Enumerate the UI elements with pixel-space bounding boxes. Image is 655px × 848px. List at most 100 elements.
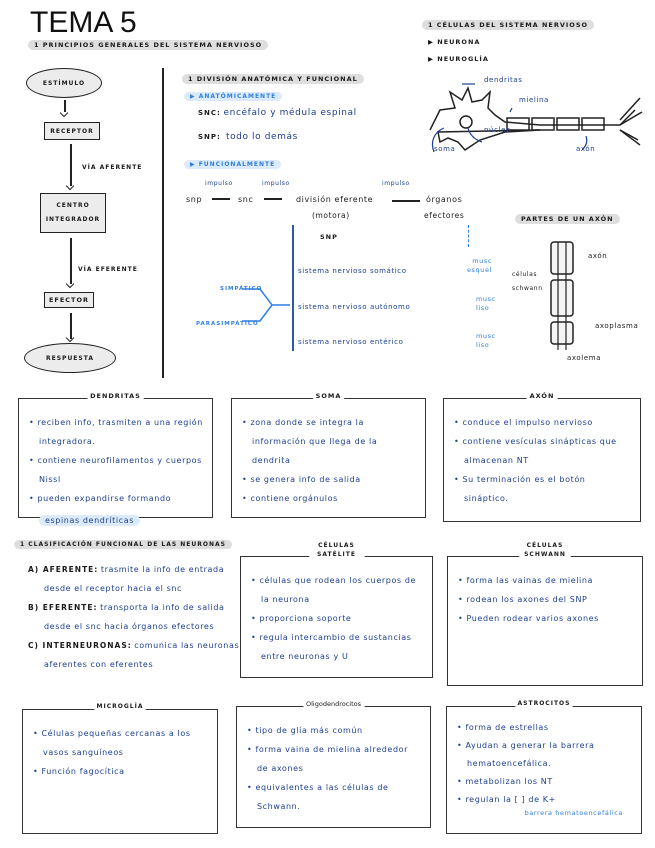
principios-heading: 1 Principios generales del sistema nervi… — [28, 40, 269, 50]
bracket-fork-icon — [242, 288, 290, 322]
clasificacion-key: c) Interneuronas: — [28, 641, 132, 650]
celulas-heading: 1 Células del sistema nervioso — [422, 20, 595, 30]
list-item: regulan la [ ] de K+ — [457, 791, 633, 809]
system-enterico-target: musc liso — [476, 332, 496, 349]
list-item: proporciona soporte — [251, 609, 424, 628]
chain-organos: Órganos — [426, 195, 463, 204]
box-title: Axón — [525, 392, 559, 400]
snc-row: SNC: encéfalo y médula espinal — [198, 108, 357, 118]
flow-node-label: Efector — [48, 296, 90, 304]
arrow-right-icon — [264, 198, 282, 200]
division-heading: 1 División anatómica y funcional — [182, 74, 364, 84]
system-name: Sistema nervioso somático — [298, 267, 407, 275]
arrow-down-icon — [65, 333, 75, 343]
impulso-label-2: impulso — [262, 180, 290, 187]
celulas-item-neurona: ▶ Neurona — [428, 38, 480, 46]
flow-node-estimulo: Estímulo — [26, 68, 102, 98]
chain-snp: SNP — [186, 195, 203, 204]
clasificacion-text: trasmite la info de entrada desde el rec… — [44, 565, 225, 593]
box-celulas-satelite: Células satélite células que rodean los … — [240, 541, 433, 678]
arrow-right-icon — [212, 198, 230, 200]
snc-key: SNC: — [198, 109, 221, 117]
list-item: rodean los axones del SNP — [458, 590, 634, 609]
system-autonomo: Sistema nervioso autónomo — [298, 303, 410, 311]
clasificacion-item-eferente: b) Eferente: transporta la info de salid… — [28, 598, 240, 636]
flow-connector — [70, 144, 72, 186]
anatomicamente-label: ▶ Anatómicamente — [184, 92, 283, 101]
box-axon: Axón conduce el impulso nervioso contien… — [443, 392, 641, 522]
clasificacion-heading: 1 Clasificación funcional de las neurona… — [14, 540, 232, 549]
barrera-note: barrera hematoencefálica — [524, 809, 623, 817]
funcionalmente-label: ▶ Funcionalmente — [184, 160, 282, 169]
flow-node-respuesta: Respuesta — [24, 343, 116, 373]
clasificacion-text: transporta la info de salida desde el SN… — [44, 603, 225, 631]
system-enterico: Sistema nervioso entérico — [298, 338, 404, 346]
systems-bracket-line — [292, 225, 294, 351]
flow-connector — [64, 100, 66, 112]
axon-label-celulas-schwann: células Schwann — [512, 271, 543, 292]
list-item: tipo de glía más común — [247, 721, 422, 740]
list-item: forma las vainas de mielina — [458, 571, 634, 590]
box-title: Dendritas — [86, 392, 145, 400]
list-item: regula intercambio de sustancias entre n… — [251, 628, 424, 666]
simpatico-label: Simpático — [220, 286, 263, 292]
box-oligodendrocitos: Oligodendrocitos tipo de glía más común … — [236, 700, 431, 828]
parasimpatico-label: Parasimpático — [196, 321, 259, 327]
list-item: Su terminación es el botón sináptico. — [454, 470, 632, 508]
arrow-down-icon — [65, 279, 75, 289]
page-title: TEMA 5 — [30, 6, 137, 39]
snp-value: Todo lo demás — [225, 132, 298, 142]
box-title: Soma — [311, 392, 346, 400]
snp-key: SNP: — [198, 133, 221, 141]
via-aferente-label: Vía aferente — [82, 164, 143, 171]
list-item: zona donde se integra la información que… — [242, 413, 417, 470]
snc-value: encéfalo y médula espinal — [223, 108, 357, 118]
motora-label: (motora) — [312, 211, 350, 220]
neuron-label-mielina: Mielina — [519, 96, 549, 104]
box-celulas-schwann: Células Schwann forma las vainas de miel… — [447, 541, 643, 686]
list-item: contiene neurofilamentos y cuerpos Nissl — [29, 451, 204, 489]
axon-label-axon: Axón — [588, 252, 608, 260]
list-item: reciben info, trasmiten a una región int… — [29, 413, 204, 451]
flow-node-receptor: Receptor — [44, 122, 100, 140]
clasificacion-item-interneuronas: c) Interneuronas: comunica las neuronas … — [28, 636, 240, 674]
neuron-label-nucleo: Núcleo — [484, 126, 511, 134]
flow-connector — [70, 313, 72, 339]
box-soma: Soma zona donde se integra la informació… — [231, 392, 426, 518]
snp-branch-label: SNP — [320, 233, 338, 241]
list-item: equivalentes a las células de Schwann. — [247, 778, 422, 816]
box-title: Células Schwann — [517, 541, 573, 559]
list-item: contiene vesículas sinápticas que almace… — [454, 432, 632, 470]
chain-snc: SNC — [238, 195, 254, 204]
highlight-note: espinas dendríticas — [39, 515, 140, 526]
list-item: Células pequeñas cercanas a los vasos sa… — [33, 724, 209, 762]
box-microglia: Microglía Células pequeñas cercanas a lo… — [22, 703, 218, 834]
clasificacion-item-aferente: a) Aferente: trasmite la info de entrada… — [28, 560, 240, 598]
clasificacion-key: b) Eferente: — [28, 603, 98, 612]
list-item: conduce el impulso nervioso — [454, 413, 632, 432]
via-eferente-label: Vía eferente — [78, 266, 138, 273]
flow-connector — [70, 238, 72, 284]
neuron-label-dendritas: Dendritas — [484, 76, 523, 84]
clasificacion-key: a) Aferente: — [28, 565, 99, 574]
list-item: forma vaina de mielina alrededor de axon… — [247, 740, 422, 778]
flow-node-label: Receptor — [50, 127, 94, 135]
triangle-bullet-icon: ▶ — [190, 93, 199, 100]
system-somatico: Sistema nervioso somático — [298, 267, 407, 275]
box-title: Microglía — [92, 703, 148, 710]
box-title: Astrocitos — [513, 700, 575, 707]
impulso-label-1: impulso — [205, 180, 233, 187]
flow-node-label: Respuesta — [46, 354, 94, 362]
clasificacion-text: comunica las neuronas aferentes con efer… — [44, 641, 240, 669]
celulas-item-label: Neuroglía — [437, 55, 489, 63]
arrow-down-icon — [59, 108, 69, 118]
list-item: metabolizan los NT — [457, 773, 633, 791]
axon-parts-heading: Partes de un axón — [515, 214, 620, 224]
system-name: Sistema nervioso entérico — [298, 338, 404, 346]
snp-row: SNP: Todo lo demás — [198, 124, 298, 143]
neuron-label-soma: Soma — [434, 145, 456, 153]
celulas-item-neuroglia: ▶ Neuroglía — [428, 55, 489, 63]
triangle-bullet-icon: ▶ — [190, 161, 199, 168]
anatomicamente-text: Anatómicamente — [198, 93, 277, 100]
arrow-right-icon — [392, 200, 420, 202]
